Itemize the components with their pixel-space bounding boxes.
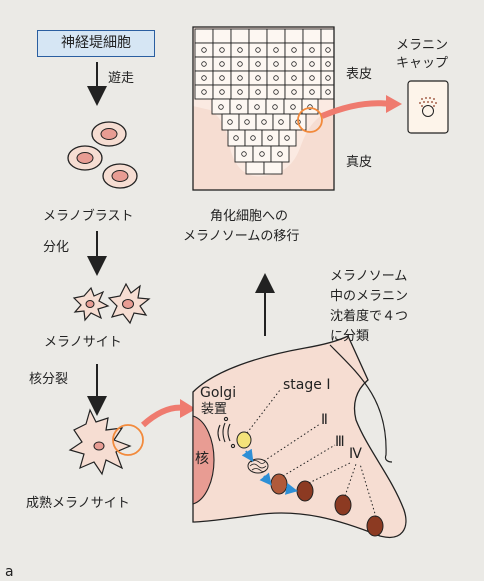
- skin-section: [192, 26, 335, 191]
- golgi-apparatus: [217, 416, 236, 449]
- golgi-label-1: Golgi: [200, 385, 237, 401]
- melanin-cap-label-1: メラニン: [396, 38, 449, 53]
- classification-line-3: 沈着度で４つ: [330, 309, 409, 324]
- flow-arrows: [87, 62, 275, 416]
- leader-lines: [246, 389, 377, 518]
- stage4-label: Ⅳ: [349, 446, 362, 462]
- stage1-label: stage Ⅰ: [283, 377, 331, 393]
- neural-crest-box: 神経堤細胞: [37, 30, 155, 57]
- classification-line-2: 中のメラニン: [330, 289, 409, 304]
- nucleus-label: 核: [195, 451, 209, 467]
- classification-line-4: に分類: [330, 329, 370, 344]
- epidermis-cells: [194, 28, 334, 175]
- melanosome-stage3: [270, 473, 288, 495]
- melanosome-stage1: [236, 431, 252, 449]
- mature-melanocyte-label: 成熟メラノサイト: [26, 496, 130, 511]
- dermis-label: 真皮: [346, 155, 373, 170]
- melanoblast-cells: [67, 121, 138, 189]
- melanocyte-cells: [72, 282, 151, 325]
- stage2-label: Ⅱ: [321, 412, 328, 428]
- differentiation-label: 分化: [43, 240, 70, 255]
- maturation-arrows: [241, 448, 298, 495]
- epidermis-nuclei: [201, 47, 331, 157]
- nuclear-division-label: 核分裂: [29, 372, 69, 387]
- melanocyte-label: メラノサイト: [44, 335, 122, 350]
- nucleus: [192, 415, 215, 505]
- large-melanocyte: [192, 335, 407, 538]
- migration-label: 遊走: [108, 71, 135, 86]
- transfer-arrow: [320, 95, 402, 119]
- panel-label: a: [5, 564, 14, 580]
- transfer-label-2: メラノソームの移行: [183, 229, 300, 244]
- transfer-label-1: 角化細胞への: [210, 209, 289, 224]
- mature-melanocyte-cell: [68, 399, 196, 476]
- melanosome-stage2: [247, 458, 269, 474]
- classification-bracket: [329, 344, 393, 463]
- epidermis-label: 表皮: [346, 67, 373, 82]
- melanin-cap-cell: [407, 80, 449, 134]
- melanin-cap-label-2: キャップ: [396, 56, 449, 71]
- melanosome-stage4-a: [296, 480, 314, 502]
- highlight-circle: [297, 107, 323, 133]
- classification-line-1: メラノソーム: [330, 269, 408, 284]
- melanoblast-label: メラノブラスト: [43, 209, 134, 224]
- melanosome-stage4-b: [334, 494, 352, 516]
- stage3-label: Ⅲ: [335, 434, 345, 450]
- golgi-label-2: 装置: [201, 402, 228, 417]
- melanosome-stage4-c: [366, 515, 384, 537]
